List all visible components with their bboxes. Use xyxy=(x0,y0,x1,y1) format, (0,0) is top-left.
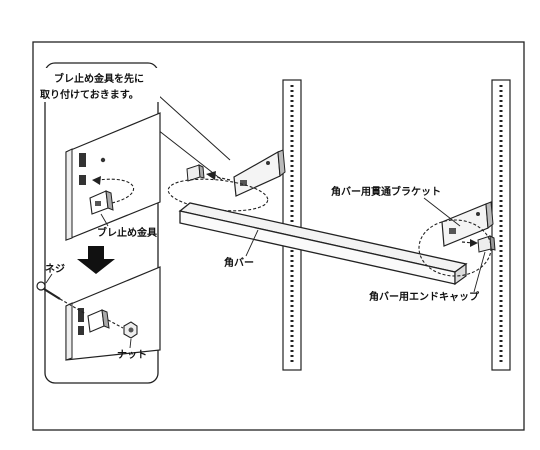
step-down-arrow xyxy=(77,246,115,274)
label-through-bracket: 角バー用貫通ブラケット xyxy=(331,185,441,198)
inset-mounted-part xyxy=(87,309,110,333)
bar-end-dashed-guide xyxy=(167,178,269,212)
label-end-cap: 角バー用エンドキャップ xyxy=(369,290,480,303)
left-anti-shake-part xyxy=(186,164,205,182)
square-bar xyxy=(178,202,468,286)
inset-arrow-head xyxy=(92,176,101,185)
end-cap-arrow-head xyxy=(470,239,478,247)
label-screw: ネジ xyxy=(45,263,65,275)
right-upright-post xyxy=(491,79,511,371)
leader-square-bar xyxy=(245,229,259,257)
label-square-bar: 角バー xyxy=(224,256,254,269)
nut xyxy=(107,319,138,339)
through-bracket xyxy=(441,201,494,247)
label-anti-shake-bracket: ブレ止め金具 xyxy=(97,226,157,239)
callout-line xyxy=(157,94,231,161)
callout-line xyxy=(157,129,223,181)
note-line-1: ブレ止め金具を先に xyxy=(54,72,144,85)
note-line-2: 取り付けておきます。 xyxy=(40,88,139,101)
right-dashed-guide xyxy=(418,219,492,277)
inset-anti-shake-part xyxy=(89,190,114,215)
inset-dashed-arrow xyxy=(97,178,134,204)
leader-anti-shake xyxy=(100,213,109,227)
inset-upper-plate xyxy=(65,112,161,241)
leader-nut xyxy=(129,338,132,349)
screw xyxy=(36,281,87,315)
note-backdrop xyxy=(42,68,160,102)
leader-end-cap xyxy=(473,251,486,293)
leader-screw xyxy=(45,273,53,284)
label-nut: ナット xyxy=(117,349,147,361)
inset-lower-plate xyxy=(65,266,161,361)
leader-through-bracket xyxy=(423,197,461,227)
end-cap xyxy=(477,235,496,253)
